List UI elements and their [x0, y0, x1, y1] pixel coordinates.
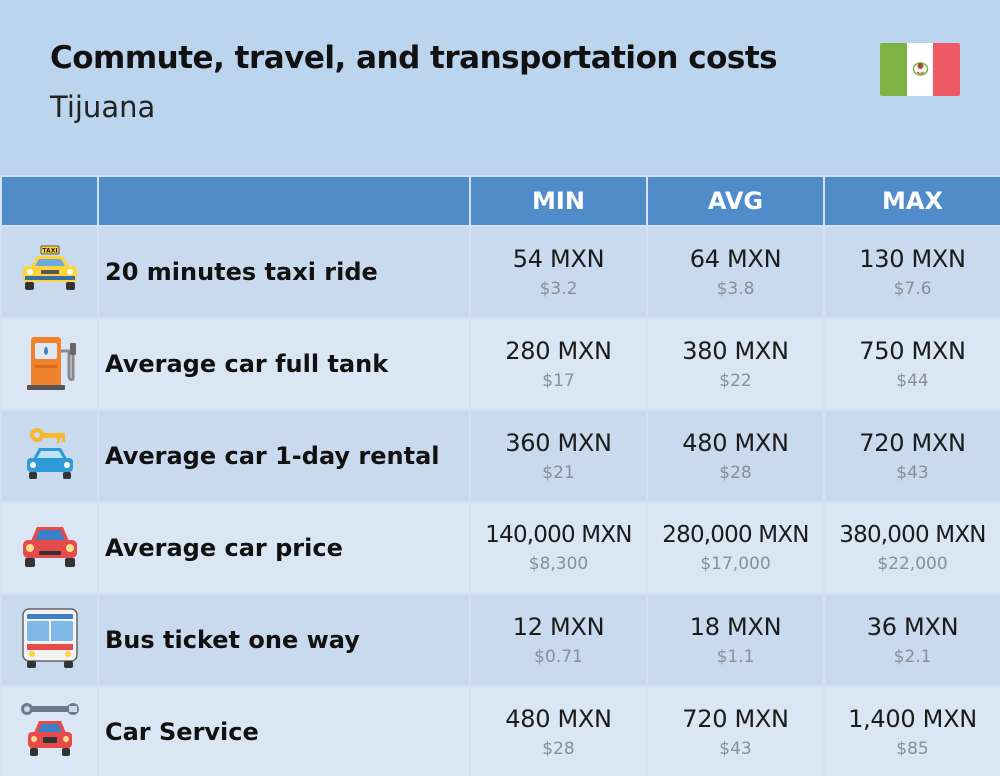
- min-value: 360 MXN: [505, 429, 612, 457]
- min-cell: 12 MXN $0.71: [469, 593, 648, 687]
- max-cell: 130 MXN $7.6: [823, 225, 1000, 319]
- max-cell: 380,000 MXN $22,000: [823, 501, 1000, 595]
- min-cell: 140,000 MXN $8,300: [469, 501, 648, 595]
- row-label: Bus ticket one way: [97, 593, 471, 687]
- avg-usd: $28: [719, 463, 752, 483]
- taxi-icon: TAXI: [0, 225, 99, 319]
- cost-table: MIN AVG MAX TAXI: [0, 175, 1000, 776]
- min-value: 280 MXN: [505, 337, 612, 365]
- max-value: 720 MXN: [859, 429, 966, 457]
- max-usd: $2.1: [893, 647, 932, 667]
- max-value: 36 MXN: [866, 613, 959, 641]
- mexico-flag-icon: [880, 43, 960, 96]
- max-value: 380,000 MXN: [839, 522, 986, 548]
- row-label: Average car price: [97, 501, 471, 595]
- table-row: Car Service 480 MXN $28 720 MXN $43 1,400 …: [0, 685, 1000, 776]
- avg-usd: $3.8: [716, 279, 755, 299]
- max-usd: $7.6: [893, 279, 932, 299]
- max-value: 1,400 MXN: [848, 705, 977, 733]
- avg-value: 380 MXN: [682, 337, 789, 365]
- row-label: Car Service: [97, 685, 471, 776]
- max-value: 130 MXN: [859, 245, 966, 273]
- max-value: 750 MXN: [859, 337, 966, 365]
- max-cell: 720 MXN $43: [823, 409, 1000, 503]
- svg-text:TAXI: TAXI: [42, 248, 57, 255]
- min-value: 12 MXN: [512, 613, 605, 641]
- fuel-pump-icon: [0, 317, 99, 411]
- row-label: 20 minutes taxi ride: [97, 225, 471, 319]
- min-usd: $0.71: [534, 647, 583, 667]
- avg-cell: 64 MXN $3.8: [646, 225, 825, 319]
- min-value: 140,000 MXN: [485, 522, 632, 548]
- max-usd: $22,000: [877, 554, 948, 574]
- row-label: Average car full tank: [97, 317, 471, 411]
- max-cell: 1,400 MXN $85: [823, 685, 1000, 776]
- min-usd: $21: [542, 463, 575, 483]
- min-cell: 280 MXN $17: [469, 317, 648, 411]
- min-cell: 54 MXN $3.2: [469, 225, 648, 319]
- avg-usd: $1.1: [716, 647, 755, 667]
- min-value: 54 MXN: [512, 245, 605, 273]
- avg-value: 18 MXN: [689, 613, 782, 641]
- city-name: Tijuana: [50, 90, 156, 124]
- max-usd: $85: [896, 739, 929, 759]
- min-usd: $28: [542, 739, 575, 759]
- car-icon: [0, 501, 99, 595]
- min-usd: $17: [542, 371, 575, 391]
- avg-usd: $17,000: [700, 554, 771, 574]
- max-cell: 750 MXN $44: [823, 317, 1000, 411]
- table-row: TAXI 20 minutes taxi ride 54 MXN $3.2 64 …: [0, 225, 1000, 319]
- table-header-row: MIN AVG MAX: [0, 175, 1000, 227]
- avg-value: 720 MXN: [682, 705, 789, 733]
- avg-cell: 18 MXN $1.1: [646, 593, 825, 687]
- min-cell: 360 MXN $21: [469, 409, 648, 503]
- item-column-header: [97, 175, 471, 227]
- bus-icon: [0, 593, 99, 687]
- max-cell: 36 MXN $2.1: [823, 593, 1000, 687]
- avg-cell: 720 MXN $43: [646, 685, 825, 776]
- min-usd: $3.2: [539, 279, 578, 299]
- max-usd: $43: [896, 463, 929, 483]
- table-row: Average car 1-day rental 360 MXN $21 480 …: [0, 409, 1000, 503]
- min-column-header: MIN: [469, 175, 648, 227]
- avg-usd: $22: [719, 371, 752, 391]
- avg-cell: 480 MXN $28: [646, 409, 825, 503]
- icon-column-header: [0, 175, 99, 227]
- avg-cell: 280,000 MXN $17,000: [646, 501, 825, 595]
- table-row: Bus ticket one way 12 MXN $0.71 18 MXN $1.…: [0, 593, 1000, 687]
- avg-value: 280,000 MXN: [662, 522, 809, 548]
- table-row: Average car full tank 280 MXN $17 380 MXN…: [0, 317, 1000, 411]
- row-label: Average car 1-day rental: [97, 409, 471, 503]
- avg-cell: 380 MXN $22: [646, 317, 825, 411]
- avg-value: 64 MXN: [689, 245, 782, 273]
- page-title: Commute, travel, and transportation cost…: [50, 40, 778, 76]
- min-cell: 480 MXN $28: [469, 685, 648, 776]
- min-value: 480 MXN: [505, 705, 612, 733]
- max-usd: $44: [896, 371, 929, 391]
- avg-column-header: AVG: [646, 175, 825, 227]
- avg-value: 480 MXN: [682, 429, 789, 457]
- min-usd: $8,300: [528, 554, 589, 574]
- table-row: Average car price 140,000 MXN $8,300 280,…: [0, 501, 1000, 595]
- car-rental-key-icon: [0, 409, 99, 503]
- max-column-header: MAX: [823, 175, 1000, 227]
- avg-usd: $43: [719, 739, 752, 759]
- car-service-wrench-icon: [0, 685, 99, 776]
